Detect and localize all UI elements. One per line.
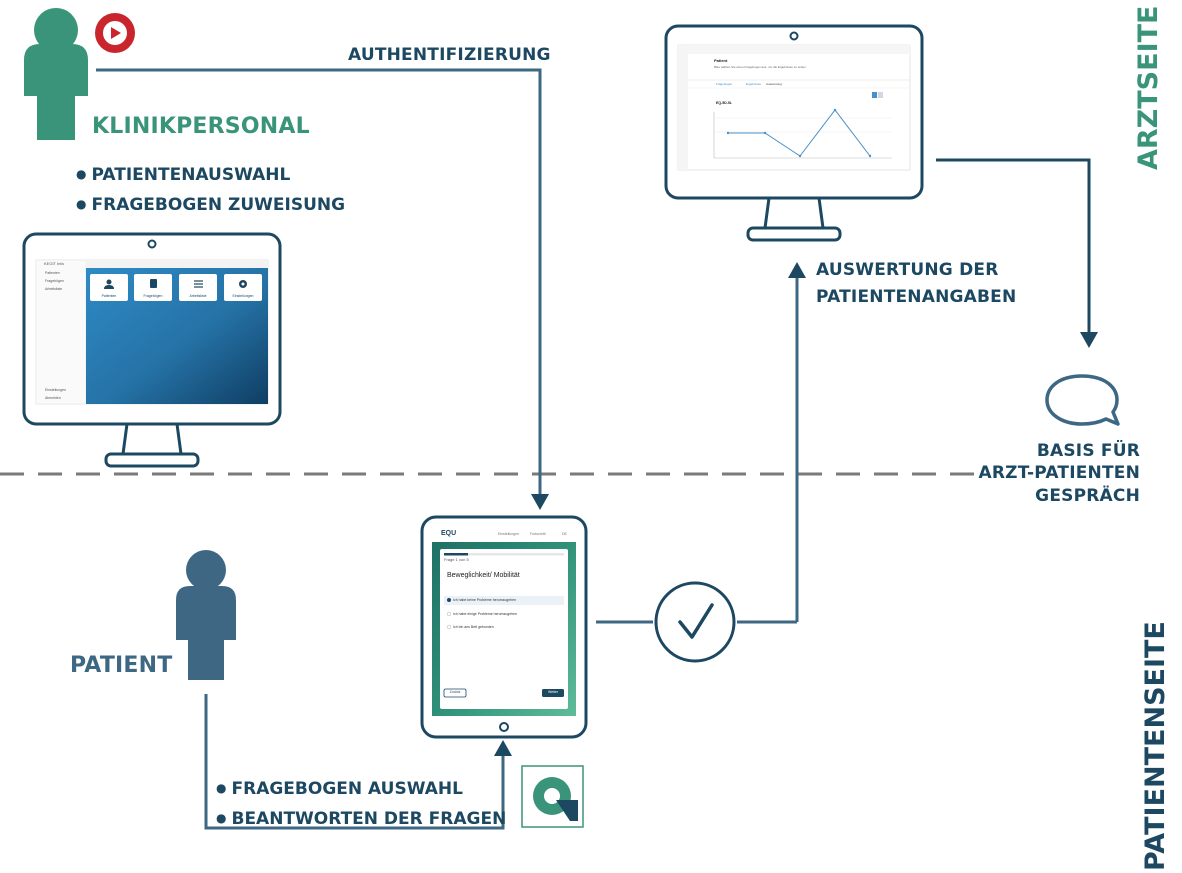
arrowhead-to-tablet-bottom (494, 740, 512, 756)
clinic-sidebar-item: Einstellungen (45, 388, 67, 392)
clinic-app-title: KEGIT Infa (44, 261, 64, 266)
doctor-monitor (664, 24, 924, 242)
clinic-monitor (22, 232, 282, 468)
clinic-sidebar-item: Fragebögen (45, 279, 64, 283)
evaluation-label-line1: AUSWERTUNG DER (816, 260, 999, 280)
tablet-option[interactable]: Ich habe keine Probleme herumzugehen (453, 598, 517, 602)
tablet-brand: EQU (441, 530, 457, 537)
patient-task-item: BEANTWORTEN DER FRAGEN (216, 805, 506, 835)
connector-authentication (96, 68, 542, 494)
arrowhead-to-conversation (1080, 332, 1098, 348)
clinic-tile-label: Patienten (101, 294, 117, 298)
speech-bubble-icon (1045, 374, 1120, 426)
basis-label-line3: GESPRÄCH (1035, 486, 1140, 506)
equ-logo (521, 765, 584, 828)
connector-evaluation (596, 276, 799, 624)
tablet-back-button[interactable]: Zurück (449, 690, 461, 694)
clinic-task-list: PATIENTENAUSWAHL FRAGEBOGEN ZUWEISUNG (76, 161, 345, 221)
tablet-question: Beweglichkeit/ Mobilität (447, 572, 520, 579)
patient-task-item: FRAGEBOGEN AUSWAHL (216, 775, 506, 805)
tablet-option[interactable]: Ich bin ans Bett gebunden (453, 625, 494, 629)
tablet-progress-text: Frage 1 von 5 (444, 557, 469, 562)
tablet-nav-item: Fortschritt (530, 532, 546, 536)
clinic-staff-person-icon (24, 8, 88, 140)
arrowhead-to-tablet (531, 494, 549, 510)
play-icon (95, 13, 135, 53)
doctor-chart-title: EQ-5D-5L (716, 101, 732, 105)
tablet-nav-item: DE (562, 532, 567, 536)
patient-side-label: PATIENTENSEITE (1140, 621, 1171, 871)
doctor-app-title: Patient (714, 58, 728, 63)
clinic-task-item: FRAGEBOGEN ZUWEISUNG (76, 191, 345, 221)
doctor-side-label: ARZTSEITE (1133, 5, 1164, 170)
clinic-staff-label: KLINIKPERSONAL (92, 114, 310, 139)
doctor-tab[interactable]: Ergebnisse (746, 82, 762, 86)
patient-task-list: FRAGEBOGEN AUSWAHL BEANTWORTEN DER FRAGE… (216, 775, 506, 835)
tablet-nav-item: Einstellungen (498, 532, 520, 536)
tablet-option[interactable]: Ich habe einige Probleme herumzugehen (453, 612, 518, 616)
arrowhead-to-doctor-monitor (788, 262, 806, 278)
doctor-app-subtitle: Bitte wählen Sie einen Fragebogen aus, u… (714, 65, 806, 69)
doctor-tab[interactable]: Auswertung (766, 82, 782, 86)
clinic-sidebar-item: Patienten (45, 271, 60, 275)
evaluation-label-line2: PATIENTENANGABEN (816, 287, 1017, 307)
doctor-tab[interactable]: Fragebogen (716, 82, 733, 86)
patient-tablet (420, 515, 588, 739)
clinic-sidebar-item: Abmelden (45, 396, 61, 400)
clinic-sidebar-item: Arbeitsliste (45, 287, 63, 291)
patient-label: PATIENT (70, 653, 173, 678)
basis-label-line1: BASIS FÜR (1036, 441, 1140, 461)
basis-label-line2: ARZT-PATIENTEN (978, 463, 1140, 483)
clinic-tile-label: Einstellungen (232, 294, 254, 298)
check-circle-icon (654, 581, 736, 663)
patient-person-icon (176, 550, 236, 680)
authentication-label: AUTHENTIFIZIERUNG (348, 45, 551, 65)
tablet-next-button[interactable]: Weiter (547, 690, 559, 694)
clinic-task-item: PATIENTENAUSWAHL (76, 161, 345, 191)
clinic-tile-label: Fragebögen (143, 294, 163, 298)
clinic-tile-label: Arbeitsliste (189, 294, 207, 298)
connector-conversation (936, 158, 1091, 332)
